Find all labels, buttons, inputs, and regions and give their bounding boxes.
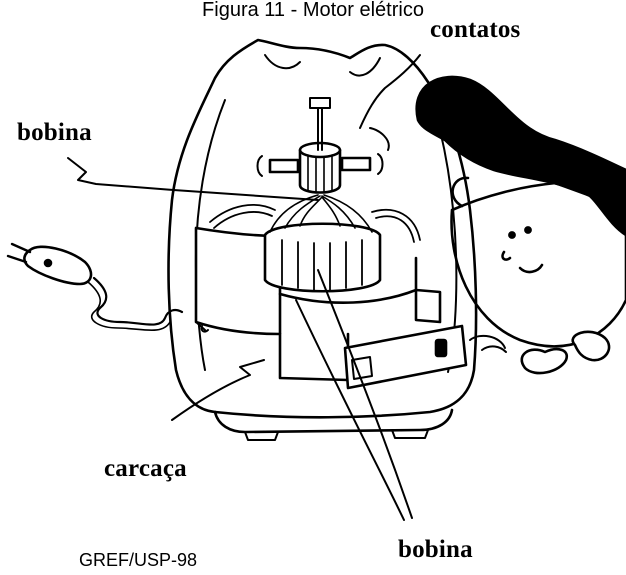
- figure-credit: GREF/USP-98: [79, 551, 197, 569]
- boy-hand-left: [522, 349, 567, 373]
- stator-right-plate: [416, 290, 440, 322]
- boy-eye-right: [525, 227, 530, 232]
- leader-bobina-bottom-2: [318, 270, 412, 518]
- figure-title: Figura 11 - Motor elétrico: [0, 0, 626, 20]
- motor-contacts: [258, 98, 389, 193]
- stator-bottom-front: [280, 334, 348, 380]
- field-coil-left: [210, 205, 275, 228]
- brush-left: [270, 160, 298, 172]
- leader-contatos: [360, 55, 420, 128]
- power-plug-icon: [8, 244, 91, 284]
- plug-body: [24, 247, 91, 284]
- shaft-top: [310, 98, 330, 108]
- leader-carcaca: [172, 360, 264, 420]
- brush-right: [342, 158, 370, 170]
- boy-hand-right: [573, 332, 609, 360]
- label-carcaca: carcaça: [104, 456, 187, 481]
- commutator-top: [300, 143, 340, 157]
- switch-knob: [436, 340, 446, 356]
- boy-eye-left: [509, 232, 514, 237]
- label-bobina-upper: bobina: [17, 120, 92, 145]
- label-contatos: contatos: [430, 17, 520, 42]
- housing-top-bumps: [265, 55, 380, 76]
- switch-plate: [345, 326, 466, 388]
- leader-bobina-bottom-1: [296, 300, 404, 520]
- plug-dot: [45, 260, 51, 266]
- label-bobina-lower: bobina: [398, 537, 473, 562]
